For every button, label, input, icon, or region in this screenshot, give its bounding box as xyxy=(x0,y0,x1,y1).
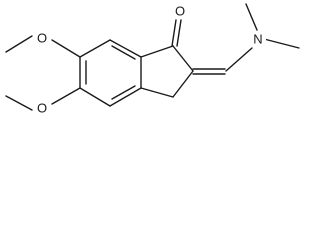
bond xyxy=(245,3,258,31)
bond xyxy=(5,35,33,53)
bond xyxy=(176,19,182,47)
benzene-ring xyxy=(79,39,142,107)
bond xyxy=(109,87,142,107)
bond xyxy=(140,87,174,98)
chemical-structure: O N O O xyxy=(5,3,300,116)
bond xyxy=(5,95,33,111)
methoxy-oxygen-lower-label: O xyxy=(37,101,47,116)
bond xyxy=(172,45,194,72)
bond xyxy=(109,39,142,58)
carbonyl-group xyxy=(171,19,182,47)
bond xyxy=(51,87,81,105)
bond xyxy=(263,38,300,49)
bond-double-inner xyxy=(111,45,136,60)
methoxy-oxygen-upper-label: O xyxy=(37,31,47,46)
enamine-side-chain xyxy=(192,3,300,75)
carbonyl-oxygen-label: O xyxy=(175,4,185,19)
bond xyxy=(225,47,253,72)
bond xyxy=(79,87,111,107)
bond-double-inner xyxy=(111,85,136,100)
bond xyxy=(140,45,174,58)
bond xyxy=(51,39,81,58)
atom-labels: O N O O xyxy=(35,3,266,116)
bond xyxy=(171,19,177,47)
cyclopentanone-ring xyxy=(140,45,194,98)
methoxy-groups xyxy=(5,35,81,111)
bond xyxy=(172,70,194,98)
dimethylamino-nitrogen-label: N xyxy=(253,32,262,47)
bond xyxy=(79,39,111,58)
